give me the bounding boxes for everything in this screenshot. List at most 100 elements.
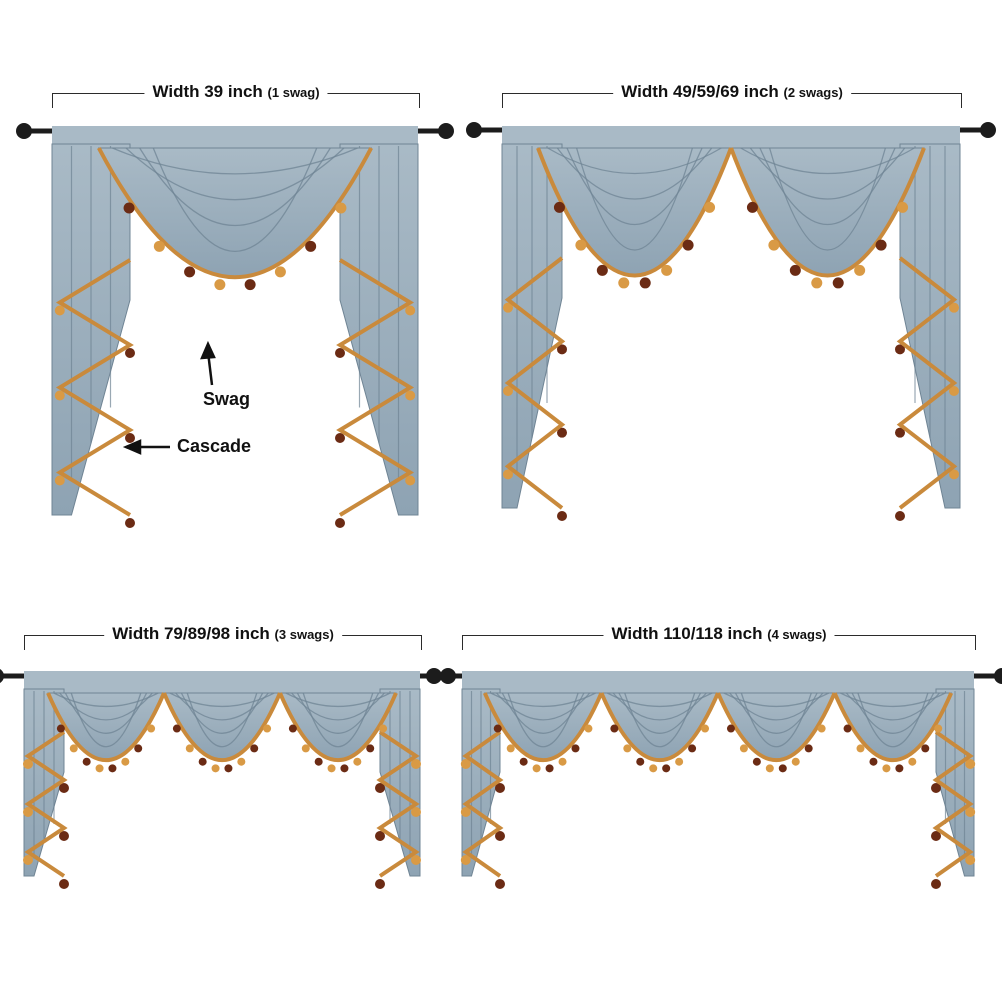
tassel-ball — [54, 390, 65, 401]
swag-trim — [599, 692, 720, 763]
swag-fold — [152, 147, 318, 252]
tassel-ball — [411, 759, 421, 769]
tassel-ball — [54, 475, 65, 486]
tassel-ball — [934, 724, 943, 733]
swag-fold — [740, 692, 812, 748]
tassel-ball — [198, 757, 207, 766]
tassel-ball — [121, 757, 130, 766]
swag-fold — [575, 147, 694, 251]
width-label: Width 110/118 inch (4 swags) — [603, 624, 835, 644]
tassel-ball — [503, 302, 513, 313]
tassel-ball — [804, 744, 813, 753]
tassel-ball — [375, 831, 385, 841]
tassel-ball — [832, 277, 844, 289]
tassel-ball — [618, 277, 630, 289]
tassel-ball — [949, 386, 959, 396]
tassel-ball — [746, 201, 758, 213]
width-label: Width 79/89/98 inch (3 swags) — [104, 624, 342, 644]
tassel-ball — [23, 759, 33, 769]
swag-fold — [768, 147, 887, 251]
tassel-ball — [108, 764, 117, 773]
tassel-ball — [405, 475, 416, 486]
swag-fold — [501, 692, 585, 734]
swag-fold — [759, 147, 896, 225]
tassel-ball — [503, 469, 513, 480]
tassel-ball — [558, 757, 567, 766]
tassel-ball — [59, 783, 69, 793]
swag-fold — [180, 692, 264, 734]
tassel-ball — [895, 764, 904, 773]
tassel-ball — [752, 757, 761, 766]
tassel-ball — [545, 764, 554, 773]
valance-illustration — [16, 123, 454, 528]
tassel-ball — [778, 764, 787, 773]
tassel-ball — [335, 348, 345, 358]
tassel-ball — [56, 724, 65, 733]
tassel-ball — [854, 264, 866, 276]
rod-finial-left-icon — [16, 123, 32, 139]
tassel-ball — [54, 305, 65, 316]
tassel-ball — [636, 757, 645, 766]
tassel-ball — [250, 744, 259, 753]
tassel-ball — [495, 831, 505, 841]
swag-trim — [97, 147, 373, 280]
tassel-ball — [895, 344, 905, 355]
swag-trim — [162, 692, 282, 763]
valance-panel-1-swag: Width 39 inch (1 swag) Swag Cascade — [0, 0, 500, 540]
width-dimension-line: Width 79/89/98 inch (3 swags) — [24, 624, 422, 650]
swag-fold — [59, 692, 153, 721]
tassel-ball — [596, 264, 608, 276]
tassel-ball — [931, 831, 941, 841]
tassel-ball — [335, 518, 345, 528]
rod-finial-right-icon — [994, 668, 1002, 684]
tassel-ball — [123, 202, 135, 214]
tassel-ball — [460, 855, 471, 865]
tassel-ball — [379, 724, 388, 733]
width-label: Width 49/59/69 inch (2 swags) — [613, 82, 851, 102]
tassel-ball — [95, 764, 104, 773]
tassel-ball — [519, 757, 528, 766]
tassel-ball — [908, 757, 917, 766]
tassel-ball — [69, 744, 78, 753]
tassel-ball — [791, 757, 800, 766]
tassel-ball — [584, 724, 593, 733]
cascade-trim — [896, 256, 958, 510]
tassel-ball — [965, 759, 976, 769]
swag-fold — [112, 147, 358, 175]
valance-illustration — [466, 122, 996, 521]
tassel-ball — [288, 724, 297, 733]
swag-fold — [618, 692, 702, 734]
tassel-ball — [147, 724, 156, 733]
tassel-ball — [768, 239, 780, 251]
swag-fold — [566, 147, 703, 225]
swag-trim — [46, 692, 166, 763]
tassel-ball — [185, 744, 194, 753]
tassel-ball — [184, 266, 196, 278]
tassel-ball — [411, 855, 421, 865]
tassel-ball — [931, 879, 941, 889]
tassel-ball — [662, 764, 671, 773]
swag-fold — [186, 692, 258, 748]
tassel-ball — [739, 744, 748, 753]
tassel-ball — [224, 764, 233, 773]
tassel-ball — [704, 201, 716, 213]
tassel-ball — [495, 783, 505, 793]
tassel-ball — [682, 239, 694, 251]
swag-fold — [70, 692, 142, 748]
tassel-ball — [23, 807, 33, 817]
tassel-ball — [557, 427, 567, 438]
valance-header — [24, 671, 420, 693]
tassel-ball — [506, 744, 515, 753]
tassel-ball — [503, 386, 513, 396]
cascade-trim — [376, 730, 420, 878]
tassel-ball — [882, 764, 891, 773]
swag-fold — [291, 692, 385, 721]
tassel-ball — [921, 744, 930, 753]
tassel-ball — [843, 724, 852, 733]
tassel-ball — [495, 879, 505, 889]
swag-trim — [832, 692, 954, 763]
tassel-ball — [244, 279, 256, 291]
tassel-ball — [949, 302, 959, 313]
swag-trim — [482, 692, 604, 763]
